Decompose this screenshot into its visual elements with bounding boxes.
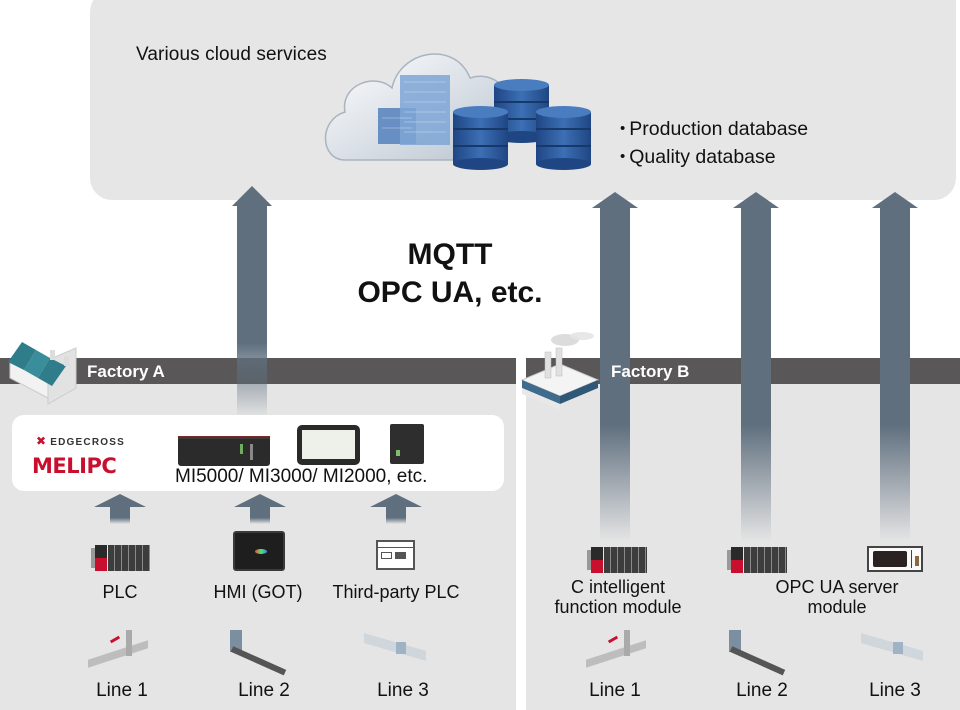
arrow-factory-b-2	[733, 192, 779, 542]
factory-a-label: Factory A	[87, 362, 165, 381]
melipc-logo: MELIPC	[32, 454, 117, 478]
line-label-a-1: Line 1	[96, 680, 148, 701]
plc-device-icon	[91, 545, 150, 571]
factory-b-building-icon	[520, 332, 600, 410]
protocol-opcua: OPC UA, etc.	[357, 276, 543, 309]
protocol-mqtt: MQTT	[407, 238, 493, 271]
production-line-2-icon	[226, 626, 292, 676]
cloud-services-title: Various cloud services	[136, 44, 327, 65]
device-label-c-intelligent: C intelligent function module	[518, 577, 718, 617]
line-label-b-3: Line 3	[869, 680, 921, 701]
mi2000-device-icon	[390, 424, 424, 464]
hmi-got-device-icon	[233, 531, 285, 571]
production-line-b3-icon	[857, 630, 927, 670]
arrow-factory-b-3	[872, 192, 918, 542]
line-label-b-2: Line 2	[736, 680, 788, 701]
opcua-plc-module-icon	[727, 547, 787, 573]
device-label-third-party-plc: Third-party PLC	[332, 582, 460, 602]
third-party-plc-device-icon	[376, 540, 415, 570]
line-label-b-1: Line 1	[589, 680, 641, 701]
device-label-opcua-server-line2: module	[807, 597, 867, 617]
c-intelligent-module-icon	[587, 547, 647, 573]
factory-a-building-icon	[8, 342, 77, 405]
device-label-opcua-server-line1: OPC UA server	[775, 577, 899, 597]
arrow-third-party-plc-up	[370, 494, 422, 524]
arrow-plc-up	[94, 494, 146, 524]
production-line-1-icon	[86, 628, 150, 670]
database-list: Production database Quality database	[620, 115, 808, 171]
database-item-production: Production database	[620, 115, 808, 143]
production-line-3-icon	[360, 630, 430, 670]
device-label-c-intelligent-line2: function module	[554, 597, 682, 617]
opcua-server-module-icon	[867, 546, 923, 572]
database-icon	[453, 79, 591, 170]
mi3000-device-icon	[297, 425, 360, 465]
device-label-plc: PLC	[102, 582, 138, 602]
arrow-factory-b-1	[592, 192, 638, 542]
melipc-models-label: MI5000/ MI3000/ MI2000, etc.	[175, 466, 428, 487]
line-label-a-3: Line 3	[377, 680, 429, 701]
mi5000-device-icon	[178, 436, 270, 466]
device-label-c-intelligent-line1: C intelligent	[570, 577, 666, 597]
line-label-a-2: Line 2	[238, 680, 290, 701]
edgecross-logo: ✖EDGECROSS	[36, 434, 125, 448]
arrow-hmi-up	[234, 494, 286, 524]
edgecross-text: EDGECROSS	[50, 437, 125, 448]
factory-b-label: Factory B	[611, 362, 690, 381]
arrow-factory-a-to-cloud	[232, 186, 272, 418]
protocol-label: MQTT OPC UA, etc.	[300, 236, 600, 312]
device-label-opcua-server: OPC UA server module	[737, 577, 937, 617]
production-line-b2-icon	[725, 626, 791, 676]
device-label-hmi: HMI (GOT)	[213, 582, 303, 602]
production-line-b1-icon	[584, 628, 648, 670]
edgecross-mark-icon: ✖	[36, 434, 48, 448]
database-item-quality: Quality database	[620, 143, 808, 171]
